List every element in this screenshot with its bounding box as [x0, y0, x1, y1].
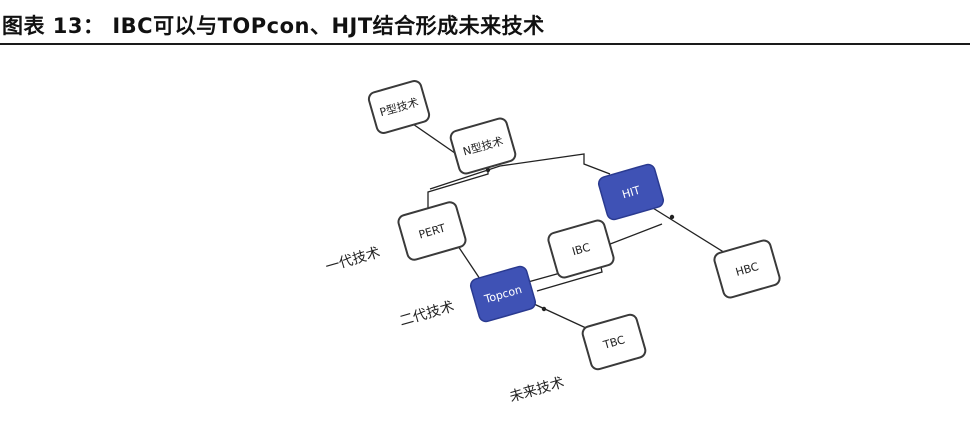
level-label-first-gen: 一代技术: [324, 245, 382, 276]
figure-title: 图表 13： IBC可以与TOPcon、HJT结合形成未来技术: [2, 14, 545, 38]
diagram-canvas: P型技术 N型技术 HIT PERT IBC Topcon: [324, 80, 781, 406]
node-n-type: N型技术: [449, 117, 517, 175]
node-ibc: IBC: [547, 219, 615, 279]
junction-dot: [485, 167, 491, 173]
node-hit-box: [597, 163, 665, 221]
junction-dot: [541, 306, 547, 312]
node-tbc-box: [581, 313, 647, 371]
junction-dot: [669, 214, 675, 220]
node-hit-label: HIT: [621, 184, 642, 202]
junction-dots: [485, 167, 675, 312]
level-label-future: 未来技术: [508, 375, 566, 406]
node-p-type-box: [367, 80, 431, 134]
node-tbc: TBC: [581, 313, 647, 371]
node-ibc-label: IBC: [571, 241, 592, 259]
connector-pert-to-topcon: [457, 245, 483, 283]
node-pert-box: [397, 201, 467, 261]
node-hbc: HBC: [713, 239, 781, 299]
node-n-type-box: [449, 117, 517, 175]
connector-n-to-hit: [429, 153, 611, 190]
node-tbc-label: TBC: [601, 333, 627, 352]
node-p-type: P型技术: [367, 80, 431, 134]
connector-hit-to-hbc: [639, 199, 731, 257]
node-topcon-box: [469, 265, 537, 323]
node-hit: HIT: [597, 163, 665, 221]
node-hbc-label: HBC: [734, 260, 760, 279]
node-ibc-box: [547, 219, 615, 279]
node-hbc-box: [713, 239, 781, 299]
level-label-second-gen: 二代技术: [398, 299, 456, 330]
title-divider: [0, 43, 970, 45]
node-topcon: Topcon: [469, 265, 537, 323]
connector-topcon-to-tbc: [533, 303, 587, 329]
node-pert: PERT: [397, 201, 467, 261]
connector-ibc-to-hitline: [604, 223, 663, 247]
tech-roadmap-diagram: P型技术 N型技术 HIT PERT IBC Topcon: [290, 46, 790, 423]
